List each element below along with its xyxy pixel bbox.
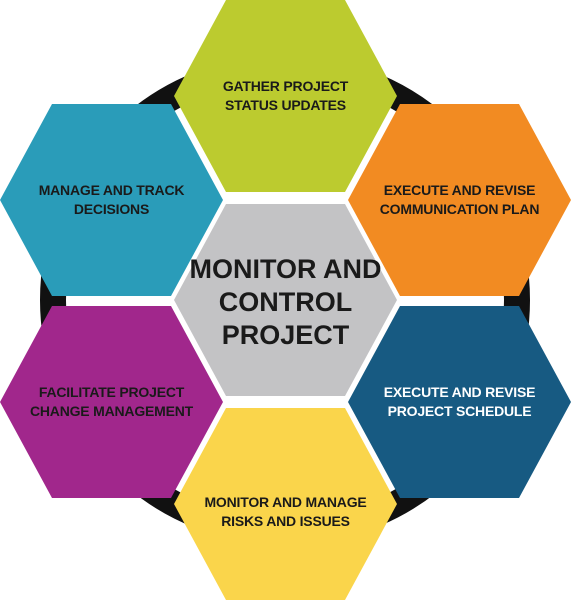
label-upper-left-line1: MANAGE AND TRACK bbox=[38, 182, 185, 198]
label-upper-right-line1: EXECUTE AND REVISE bbox=[383, 182, 536, 198]
label-upper-right: EXECUTE AND REVISE COMMUNICATION PLAN bbox=[356, 176, 563, 224]
label-top: GATHER PROJECT STATUS UPDATES bbox=[174, 72, 397, 120]
hex-execute-revise-project-schedule bbox=[348, 306, 571, 498]
label-lower-left: FACILITATE PROJECT CHANGE MANAGEMENT bbox=[6, 378, 217, 426]
label-lower-right-line2: PROJECT SCHEDULE bbox=[387, 403, 532, 419]
label-lower-right-line1: EXECUTE AND REVISE bbox=[383, 384, 536, 400]
label-upper-right-line2: COMMUNICATION PLAN bbox=[379, 201, 540, 217]
label-lower-left-line1: FACILITATE PROJECT bbox=[38, 384, 185, 400]
label-top-line1: GATHER PROJECT bbox=[222, 78, 349, 94]
label-center: MONITOR AND CONTROL PROJECT bbox=[180, 250, 391, 354]
hex-manage-track-decisions bbox=[0, 104, 223, 296]
hex-monitor-manage-risks-issues bbox=[174, 408, 397, 600]
hex-center-monitor-control-project bbox=[174, 204, 397, 396]
label-lower-left-line2: CHANGE MANAGEMENT bbox=[29, 403, 194, 419]
hex-gather-project-status-updates bbox=[174, 0, 397, 192]
hex-facilitate-project-change-management bbox=[0, 306, 223, 498]
label-lower-right: EXECUTE AND REVISE PROJECT SCHEDULE bbox=[356, 378, 563, 426]
label-upper-left-line2: DECISIONS bbox=[73, 201, 150, 217]
label-center-line1: MONITOR AND bbox=[189, 253, 382, 284]
hex-execute-revise-communication-plan bbox=[348, 104, 571, 296]
label-top-line2: STATUS UPDATES bbox=[225, 97, 346, 113]
label-bottom-line2: RISKS AND ISSUES bbox=[221, 513, 350, 529]
label-bottom-line1: MONITOR AND MANAGE bbox=[204, 494, 367, 510]
label-center-line3: PROJECT bbox=[221, 319, 350, 350]
label-upper-left: MANAGE AND TRACK DECISIONS bbox=[6, 176, 217, 224]
label-bottom: MONITOR AND MANAGE RISKS AND ISSUES bbox=[174, 488, 397, 536]
label-center-line2: CONTROL bbox=[218, 286, 353, 317]
